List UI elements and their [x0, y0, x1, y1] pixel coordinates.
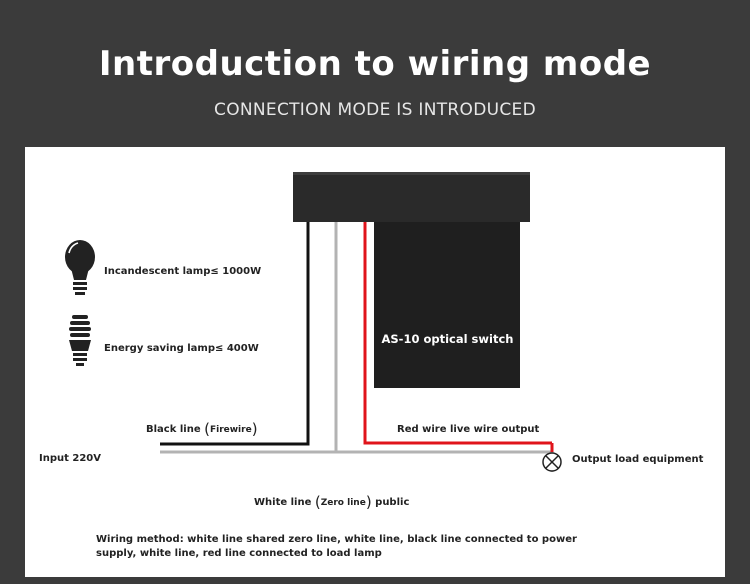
output-load-label: Output load equipment	[572, 454, 704, 465]
page-title: Introduction to wiring mode	[98, 44, 652, 84]
black-line-label: Black line (Firewire)	[146, 420, 258, 438]
white-line-label: White line (Zero line) public	[254, 493, 410, 511]
switch-cap-highlight	[293, 172, 530, 175]
red-wire-label: Red wire live wire output	[397, 424, 540, 435]
energy-saving-lamp-label: Energy saving lamp≤ 400W	[104, 343, 259, 354]
white-line-inner: Zero line	[320, 498, 366, 508]
incandescent-bulb-icon	[65, 240, 95, 295]
load-symbol-icon	[542, 452, 562, 472]
red-wire	[363, 222, 552, 445]
switch-cap	[293, 172, 530, 222]
white-line-text: White line	[254, 497, 312, 508]
white-line-suffix: public	[375, 497, 410, 508]
energy-saving-bulb-icon	[69, 315, 91, 366]
switch-label: AS-10 optical switch	[381, 332, 514, 346]
wiring-diagram	[65, 172, 562, 472]
black-line-inner: Firewire	[209, 425, 252, 435]
wiring-method-note: Wiring method: white line shared zero li…	[96, 534, 577, 559]
input-voltage-label: Input 220V	[39, 453, 101, 464]
black-line-text: Black line	[146, 424, 201, 435]
black-wire	[160, 222, 310, 446]
page-subtitle: CONNECTION MODE IS INTRODUCED	[214, 100, 536, 120]
wiring-diagram-panel: Incandescent lamp≤ 1000W Energy saving l…	[25, 147, 725, 577]
switch-body	[374, 222, 520, 388]
incandescent-lamp-label: Incandescent lamp≤ 1000W	[104, 266, 262, 277]
